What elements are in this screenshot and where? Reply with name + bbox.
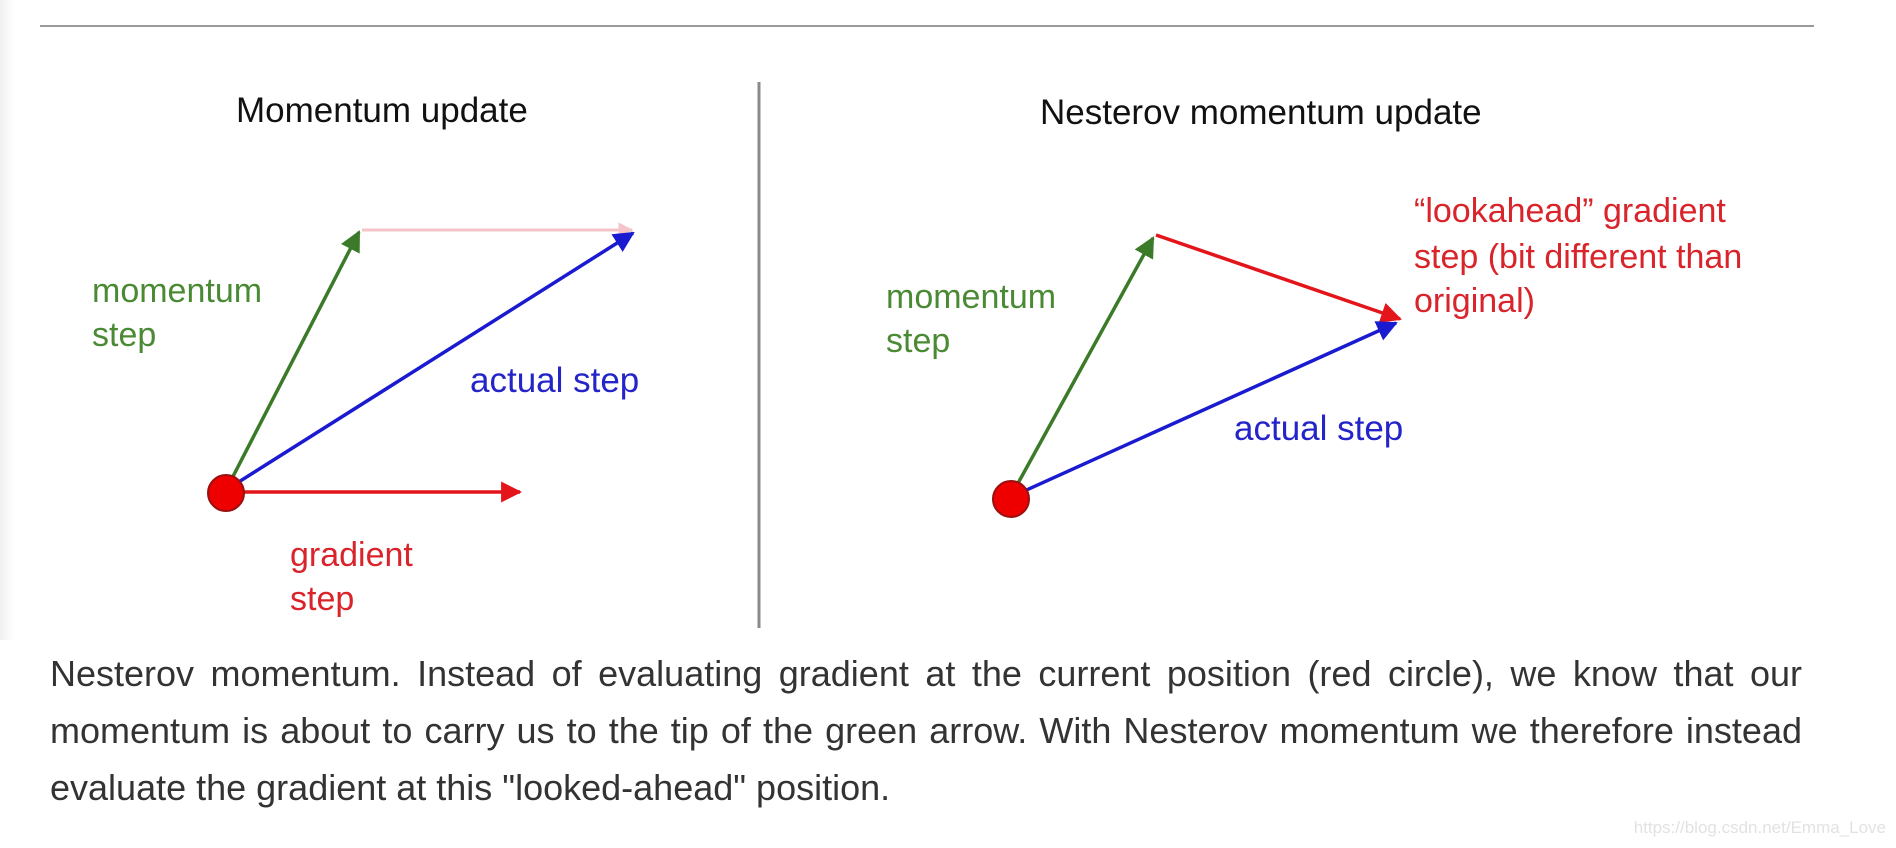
- momentum-step-arrow: [224, 230, 361, 491]
- current-position-circle: [207, 474, 245, 512]
- right-actual-label: actual step: [1234, 409, 1403, 448]
- right-panel-title: Nesterov momentum update: [1040, 93, 1482, 132]
- right-momentum-label: momentum step: [886, 278, 1066, 360]
- nesterov-position-circle: [992, 480, 1030, 518]
- left-actual-label: actual step: [470, 361, 639, 400]
- nesterov-momentum-step-arrow: [1009, 236, 1155, 497]
- left-momentum-label: momentum step: [92, 272, 272, 354]
- nesterov-actual-step-arrow: [1010, 321, 1398, 499]
- left-gradient-label: gradient step: [290, 536, 422, 618]
- top-divider-rule: [40, 25, 1814, 27]
- left-page-shadow: [0, 0, 14, 640]
- lookahead-gradient-label: “lookahead” gradient step (bit different…: [1414, 192, 1752, 320]
- lookahead-gradient-arrow: [1155, 233, 1402, 323]
- actual-step-arrow: [225, 231, 635, 492]
- left-panel-title: Momentum update: [236, 91, 528, 130]
- figure-caption: Nesterov momentum. Instead of evaluating…: [50, 653, 1802, 808]
- watermark: https://blog.csdn.net/Emma_Love: [1633, 818, 1886, 837]
